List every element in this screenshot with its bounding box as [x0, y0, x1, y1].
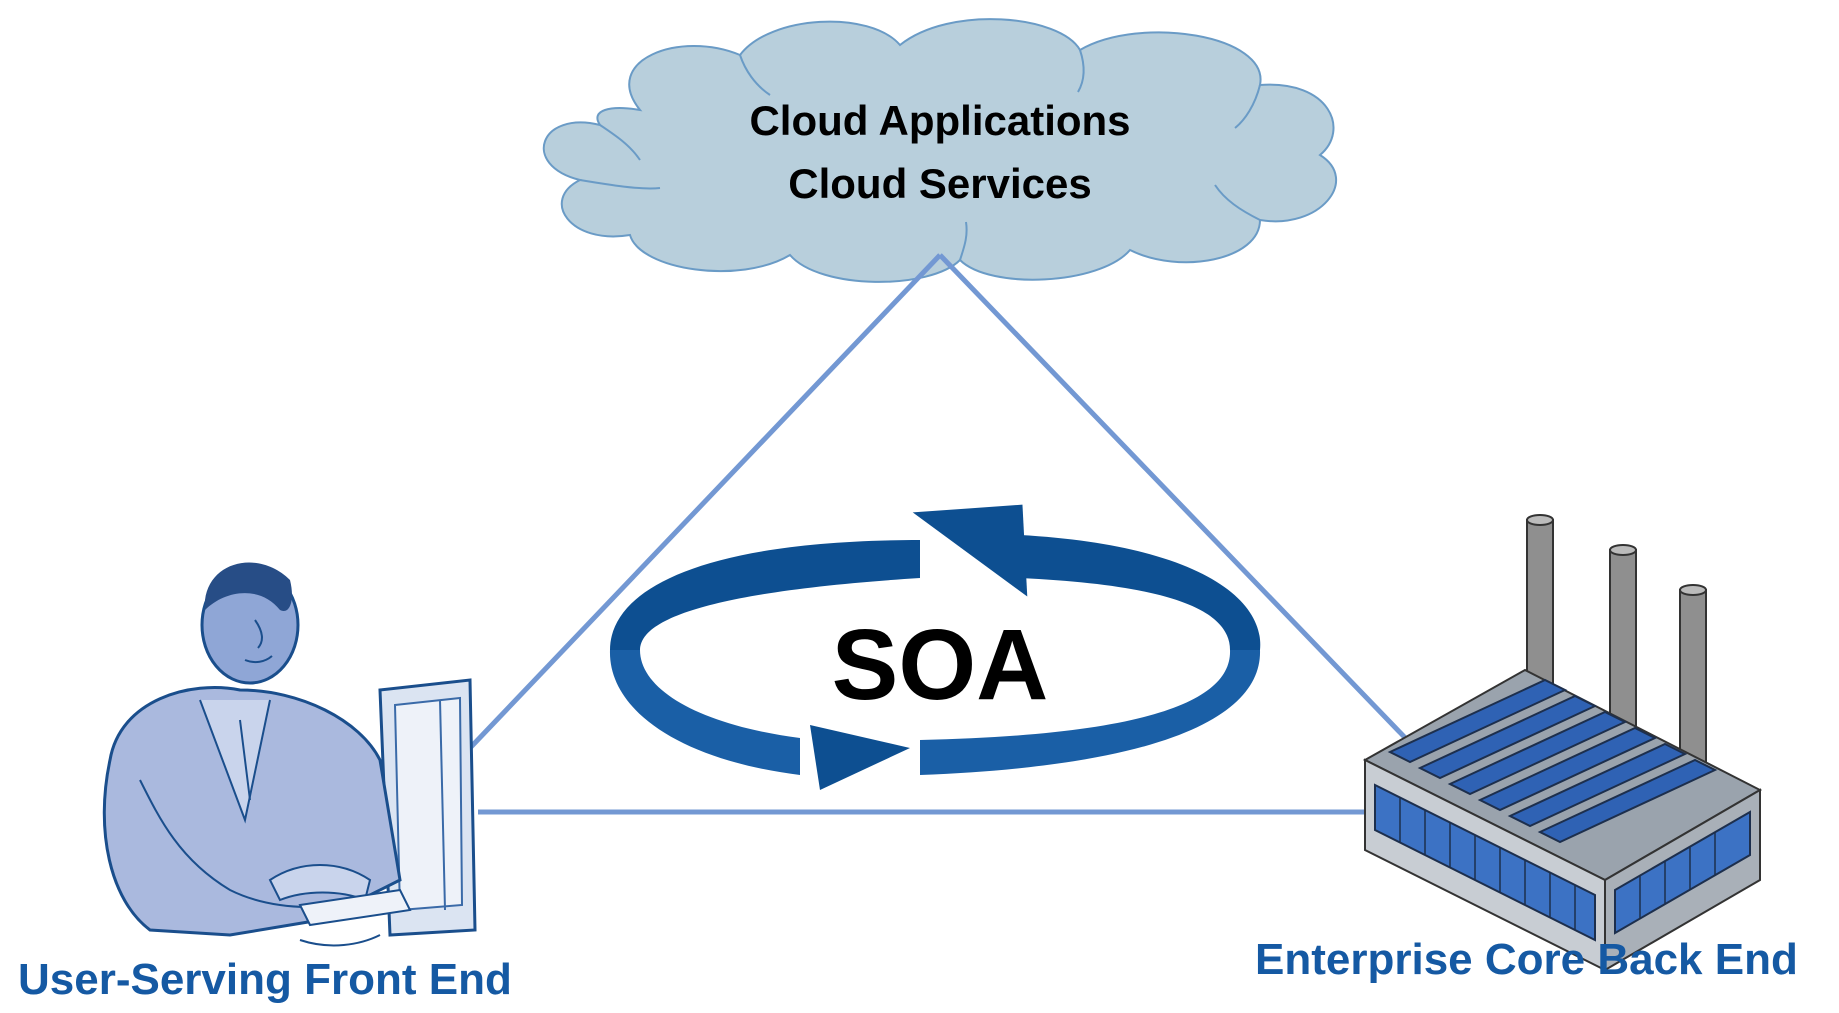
line-cloud-to-enterprise	[938, 253, 1417, 750]
cloud-line-2: Cloud Services	[788, 160, 1092, 207]
factory-icon	[1362, 514, 1763, 972]
cloud-line-1: Cloud Applications	[749, 97, 1131, 144]
line-cloud-to-user	[468, 253, 942, 750]
cycle-arrows-icon	[609, 504, 1261, 790]
cloud-icon	[542, 18, 1338, 283]
person-at-computer-icon	[102, 562, 477, 947]
soa-label: SOA	[831, 609, 1049, 721]
left-caption: User-Serving Front End	[18, 955, 512, 1004]
connection-lines	[468, 253, 1417, 815]
right-caption: Enterprise Core Back End	[1255, 935, 1798, 984]
